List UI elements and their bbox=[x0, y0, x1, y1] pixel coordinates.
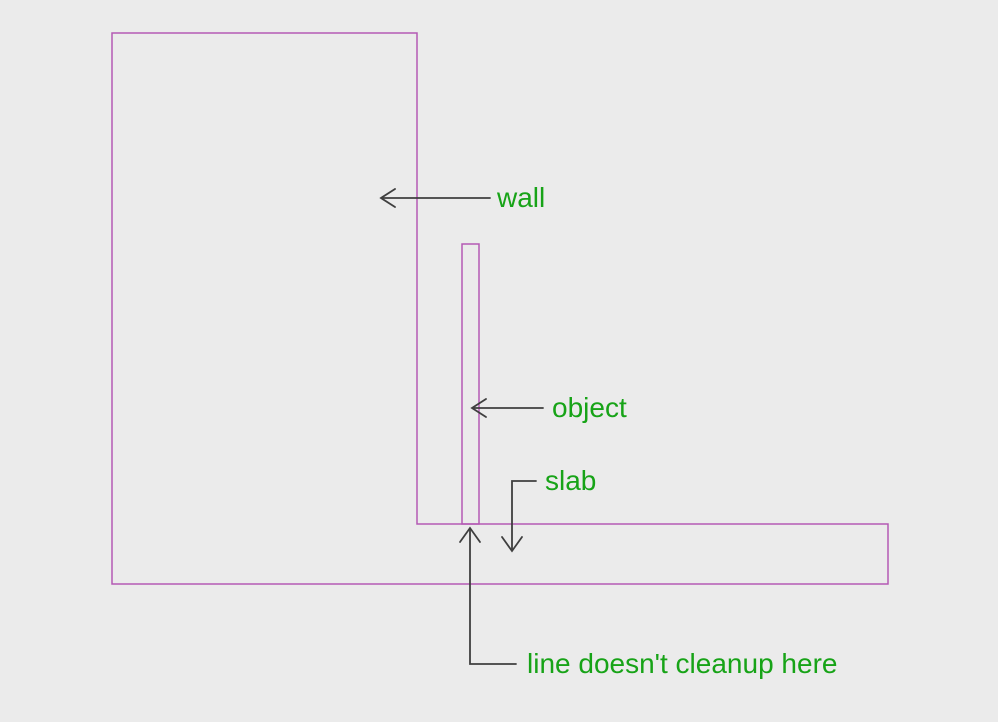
wall-leader-arrow bbox=[379, 188, 491, 208]
cleanup-note-leader-arrow bbox=[459, 526, 517, 665]
slab-leader-arrow bbox=[501, 480, 537, 553]
cleanup-note-label: line doesn't cleanup here bbox=[527, 648, 838, 679]
wall-slab-outline bbox=[111, 32, 889, 585]
object-leader-arrow bbox=[470, 398, 544, 418]
arrowhead-left-icon bbox=[379, 188, 396, 208]
object-outline bbox=[461, 243, 480, 525]
arrowhead-left-icon bbox=[470, 398, 487, 418]
wall-label: wall bbox=[497, 182, 546, 213]
arrowhead-up-icon bbox=[459, 526, 481, 543]
slab-label: slab bbox=[545, 465, 597, 496]
object-label: object bbox=[552, 392, 627, 423]
arrowhead-down-icon bbox=[501, 536, 523, 553]
